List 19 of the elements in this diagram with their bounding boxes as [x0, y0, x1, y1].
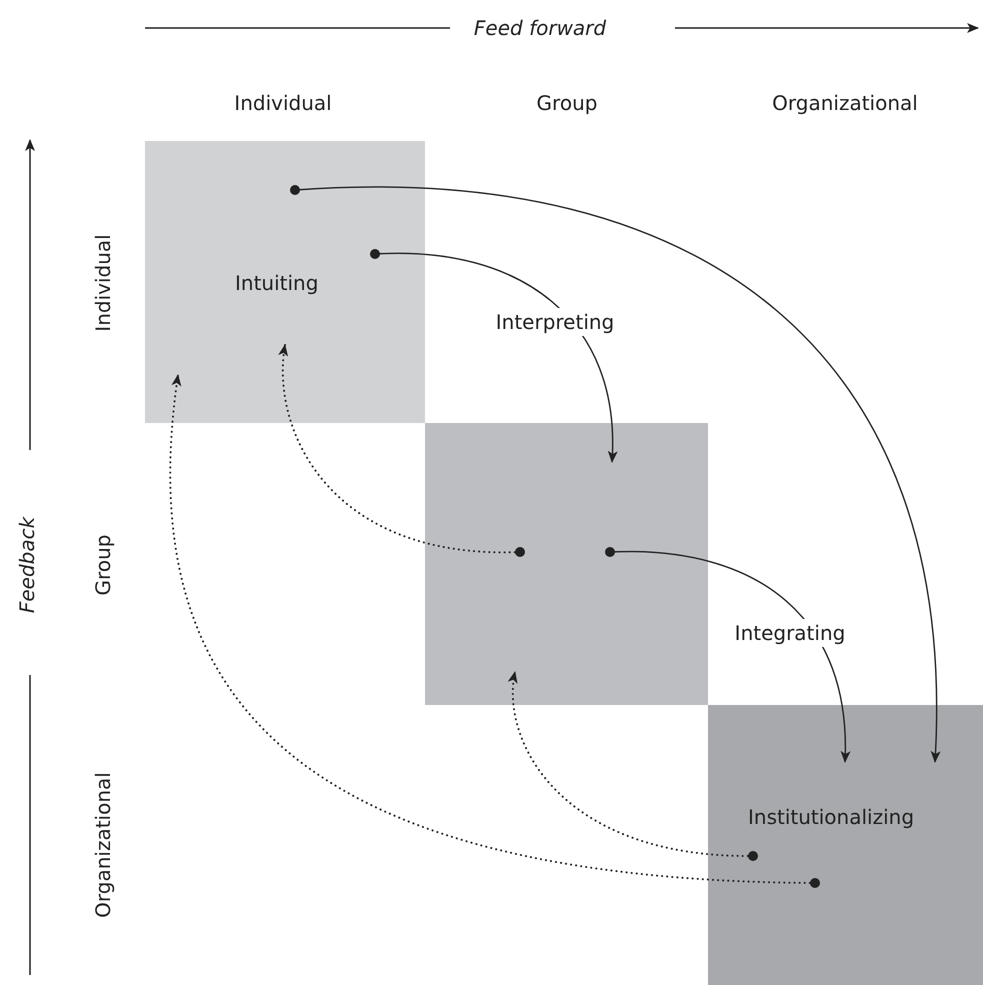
column-header: Individual	[234, 91, 332, 115]
column-header: Group	[536, 91, 598, 115]
dotted-arrow	[170, 374, 820, 888]
level-box	[145, 141, 425, 423]
process-label: Intuiting	[235, 271, 318, 295]
level-box	[708, 705, 983, 985]
process-label: Institutionalizing	[748, 805, 914, 829]
axis-title: Feed forward	[474, 16, 606, 40]
dotted-arrow	[508, 671, 758, 861]
axis-title: Feedback	[15, 516, 39, 614]
level-box	[425, 423, 708, 705]
arrow	[370, 249, 618, 463]
row-header: Organizational	[91, 772, 115, 918]
column-header: Organizational	[772, 91, 918, 115]
arrow	[290, 185, 940, 763]
arrow	[605, 547, 850, 763]
row-header: Individual	[91, 234, 115, 332]
dotted-arrow	[278, 344, 525, 557]
row-header: Group	[91, 534, 115, 596]
